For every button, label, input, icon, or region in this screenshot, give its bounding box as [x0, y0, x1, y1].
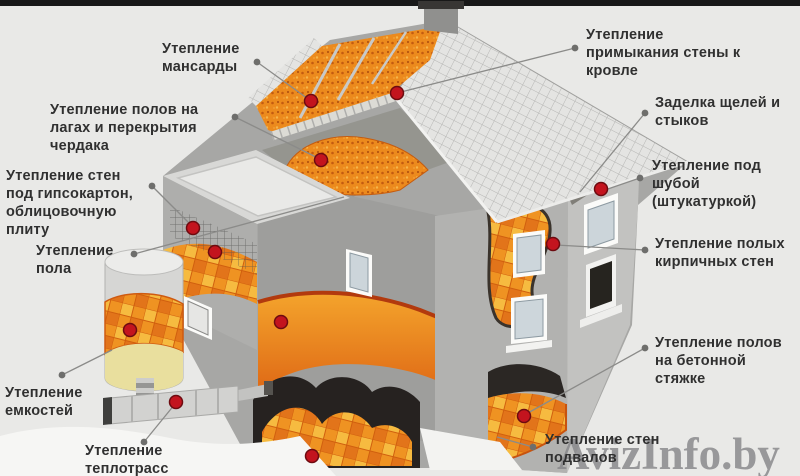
insulation-marker	[168, 394, 184, 410]
leader-dot	[641, 246, 649, 254]
leader-line	[256, 61, 312, 102]
leader-line	[555, 244, 646, 251]
callout-walls-drywall: Утепление стен под гипсокартон, облицово…	[6, 168, 134, 238]
callout-attic-floors: Утепление полов на лагах и перекрытия че…	[50, 102, 199, 154]
callout-plaster-coat: Утепление под шубой (штукатуркой)	[652, 158, 762, 210]
window	[346, 249, 372, 297]
leader-dot	[140, 438, 148, 446]
leader-dot	[641, 344, 649, 352]
callout-heat-mains: Утепление теплотрасс	[85, 443, 169, 476]
insulation-markers	[122, 85, 609, 464]
callout-hollow-brick: Утепление полых кирпичных стен	[655, 236, 785, 270]
insulation-marker	[389, 85, 405, 101]
leader-line	[234, 116, 319, 159]
insulation-marker	[273, 314, 289, 330]
leader-dot	[130, 250, 138, 258]
storage-tank	[104, 248, 184, 392]
mansard-insulation-cut	[248, 26, 442, 141]
basement-cut-right	[487, 364, 567, 465]
insulation-marker	[593, 181, 609, 197]
window	[184, 296, 212, 340]
leader-line	[61, 349, 113, 376]
leader-dots	[58, 44, 649, 451]
insulation-marker	[304, 448, 320, 464]
leader-dot	[529, 443, 537, 451]
callout-wall-roof-joint: Утепление примыкания стены к кровле	[586, 27, 741, 79]
insulation-marker	[122, 322, 138, 338]
leader-dot	[641, 109, 649, 117]
gable-wall	[567, 152, 640, 473]
snow-ground	[0, 426, 336, 476]
leader-line	[496, 436, 534, 448]
leader-lines	[61, 47, 646, 448]
leader-line	[525, 347, 646, 415]
callout-concrete-screed: Утепление полов на бетонной стяжке	[655, 335, 782, 387]
callout-floor: Утепление пола	[36, 243, 114, 277]
chimney	[418, 1, 464, 34]
window	[584, 193, 618, 255]
leader-line	[396, 47, 576, 94]
insulation-marker	[545, 236, 561, 252]
window-dark	[580, 254, 622, 328]
leader-line	[151, 185, 193, 227]
leader-dot	[148, 182, 156, 190]
walkway	[420, 428, 522, 470]
insulation-marker	[207, 244, 223, 260]
top-border-bar	[0, 0, 800, 6]
callout-sealing-gaps: Заделка щелей и стыков	[655, 95, 781, 129]
window	[506, 294, 552, 353]
leader-line	[133, 196, 345, 255]
insulation-marker	[185, 220, 201, 236]
site-watermark: AvizInfo.by	[557, 429, 780, 476]
leader-dot	[636, 174, 644, 182]
window	[513, 230, 545, 278]
insulation-marker	[313, 152, 329, 168]
leader-dot	[253, 58, 261, 66]
callout-basement-walls: Утепление стен подвалов	[545, 432, 660, 466]
insulation-marker	[516, 408, 532, 424]
insulation-marker	[303, 93, 319, 109]
leader-line	[601, 177, 641, 192]
callout-tanks: Утепление емкостей	[5, 385, 83, 419]
leader-dot	[58, 371, 66, 379]
leader-dot	[231, 113, 239, 121]
callout-mansard: Утепление мансарды	[162, 41, 240, 75]
leader-line	[579, 112, 646, 193]
leader-dot	[571, 44, 579, 52]
leader-line	[143, 403, 176, 443]
front-facade	[435, 197, 568, 473]
